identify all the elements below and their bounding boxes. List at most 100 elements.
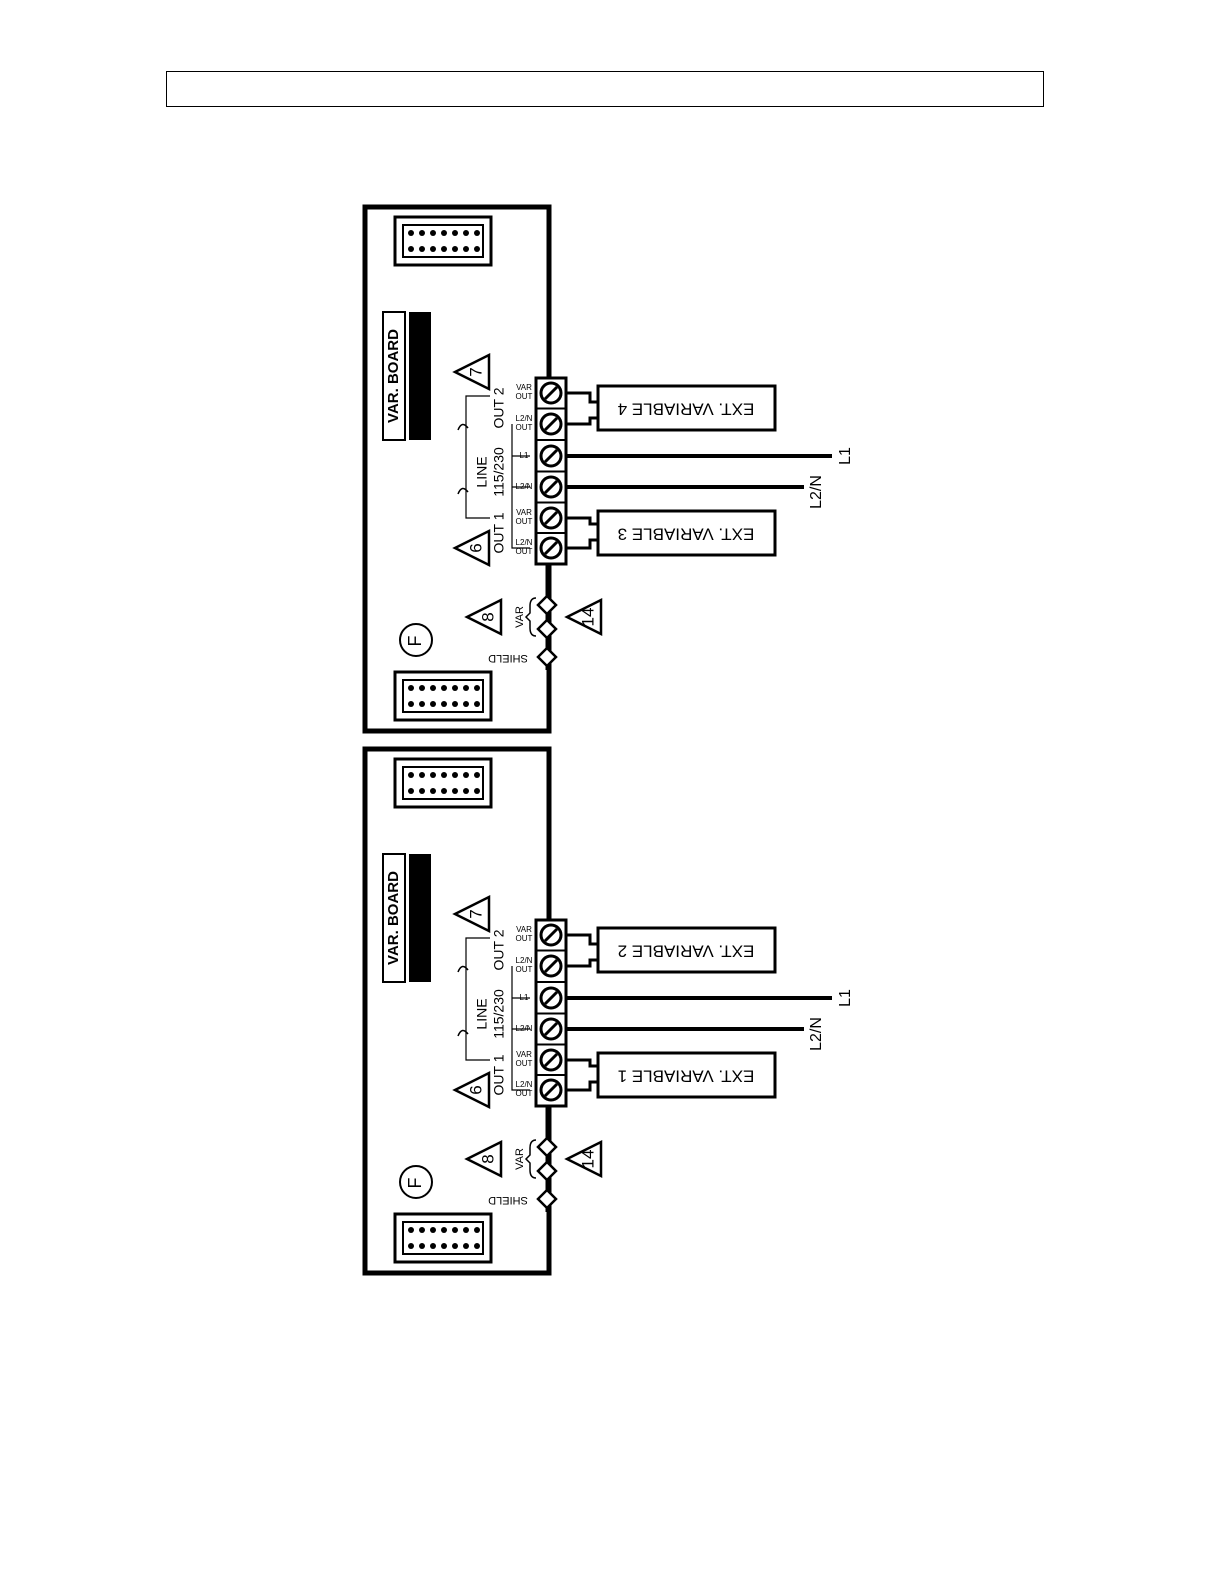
triangle-14-label: 14 [578, 1150, 597, 1169]
var-minus-diamond [536, 1160, 558, 1182]
terminal-label-1-b: OUT [516, 392, 533, 401]
wire-l2n-label: L2/N [808, 1017, 825, 1051]
ribbon-connector-bottom-pin [452, 1243, 458, 1249]
screw-terminal-4-slot [543, 1021, 559, 1037]
line-label: LINE [474, 998, 490, 1029]
model-label-box [409, 854, 431, 982]
line-label: LINE [474, 456, 490, 487]
ribbon-connector-top-pin [408, 788, 414, 794]
fuse-symbol [399, 623, 433, 657]
terminal-label-1: VAR [516, 383, 532, 392]
out1-label: OUT 1 [491, 1054, 507, 1095]
fuse-symbol [399, 1165, 433, 1199]
ribbon-connector-top-pin [419, 788, 425, 794]
ribbon-connector-top-pin [419, 772, 425, 778]
ext-variable-upper-label: EXT. VARIABLE 4 [618, 400, 755, 419]
model-label-box [409, 312, 431, 440]
ribbon-connector-top-inner [402, 224, 484, 258]
ext-lower-wire [566, 516, 600, 526]
terminal-label-1: VAR [516, 925, 532, 934]
ext-variable-lower-box [596, 509, 777, 557]
ribbon-connector-top-pin [452, 246, 458, 252]
terminal-label-6-b: OUT [516, 547, 533, 556]
screw-terminal-2-slot [543, 416, 559, 432]
terminal-label-6-b: OUT [516, 1089, 533, 1098]
var-minus-diamond [536, 618, 558, 640]
terminal-label-2: L2/N [516, 956, 533, 965]
triangle-14 [564, 597, 603, 637]
ext-lower-wire [566, 1058, 600, 1068]
screw-terminal-6-slot [543, 1082, 559, 1098]
ext-variable-upper-box [596, 384, 777, 432]
triangle-6 [452, 1070, 491, 1110]
triangle-14-label: 14 [578, 608, 597, 627]
ribbon-connector-top-pin [474, 246, 480, 252]
schematic-line [465, 436, 490, 519]
ribbon-connector-bottom-pin [452, 1227, 458, 1233]
fuse-arc [457, 487, 469, 495]
ribbon-connector-bottom-pin [463, 1227, 469, 1233]
screw-terminal-1-slot [543, 385, 559, 401]
ribbon-connector-top-pin [408, 246, 414, 252]
screw-terminal-1-slot [543, 927, 559, 943]
ribbon-connector-top-inner [402, 766, 484, 800]
ribbon-connector-top-pin [463, 772, 469, 778]
ribbon-connector-bottom-pin [441, 1243, 447, 1249]
triangle-8 [464, 1139, 503, 1179]
screw-terminal-3-slot [543, 990, 559, 1006]
ribbon-connector-bottom-pin [430, 1243, 436, 1249]
terminal-label-6: L2/N [516, 538, 533, 547]
schematic-line [465, 395, 490, 436]
ribbon-connector-bottom-pin [408, 1243, 414, 1249]
triangle-8-label: 8 [478, 612, 497, 621]
triangle-6-label: 6 [466, 1085, 485, 1094]
ribbon-connector-top-pin [441, 772, 447, 778]
ext-variable-lower-box [596, 1051, 777, 1099]
ribbon-connector-top-pin [474, 772, 480, 778]
fuse-arc [457, 965, 469, 973]
triangle-6-label: 6 [466, 543, 485, 552]
ribbon-connector-bottom-pin [408, 1227, 414, 1233]
terminal-label-1-b: OUT [516, 934, 533, 943]
out2-label: OUT 2 [491, 929, 507, 970]
ext-lower-wire [566, 538, 600, 550]
triangle-7-label: 7 [466, 909, 485, 918]
ribbon-connector-top-pin [452, 772, 458, 778]
ribbon-connector-top-pin [430, 788, 436, 794]
terminal-label-5-b: OUT [516, 517, 533, 526]
fuse-label: F [405, 1178, 425, 1189]
board-label: VAR. BOARD [385, 329, 402, 423]
ribbon-connector-bottom-pin [430, 1227, 436, 1233]
ribbon-connector-bottom-pin [463, 701, 469, 707]
voltage-label: 115/230 [491, 447, 507, 497]
triangle-7 [452, 894, 491, 934]
ext-lower-wire [566, 1080, 600, 1092]
ribbon-connector-bottom-pin [474, 1243, 480, 1249]
terminal-label-5: VAR [516, 1050, 532, 1059]
ribbon-connector-bottom-inner [402, 1221, 484, 1255]
ribbon-connector-top-pin [430, 230, 436, 236]
terminal-label-5: VAR [516, 508, 532, 517]
ribbon-connector-bottom-pin [419, 1243, 425, 1249]
var-label: VAR [514, 1148, 526, 1170]
screw-terminal-5-slot [543, 510, 559, 526]
ext-upper-wire [566, 416, 600, 426]
var-plus-diamond [536, 594, 558, 616]
ribbon-connector-bottom-pin [441, 1227, 447, 1233]
triangle-8-label: 8 [478, 1154, 497, 1163]
ribbon-connector-top-pin [463, 788, 469, 794]
shield-label: SHIELD [488, 652, 528, 664]
ribbon-connector-bottom-pin [441, 685, 447, 691]
board-label-box [382, 853, 406, 983]
shield-diamond [536, 646, 558, 668]
schematic-line [511, 424, 530, 549]
ribbon-connector-top-pin [452, 230, 458, 236]
wire-l2n-label: L2/N [808, 475, 825, 509]
ribbon-connector-top-pin [463, 246, 469, 252]
screw-terminal-4-slot [543, 479, 559, 495]
screw-terminal-5-slot [543, 1052, 559, 1068]
triangle-14 [564, 1139, 603, 1179]
ribbon-connector-bottom-pin [419, 1227, 425, 1233]
ribbon-connector-top-pin [474, 230, 480, 236]
